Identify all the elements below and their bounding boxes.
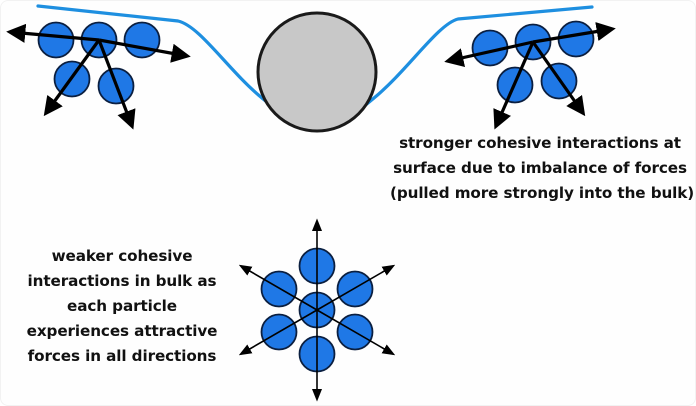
left-surface-cluster: [6, 21, 191, 130]
force-arrow-right: [98, 38, 191, 63]
force-arrow-down-right: [531, 41, 586, 117]
surface-caption-line: stronger cohesive interactions at: [399, 134, 681, 152]
bulk-cluster: [238, 218, 396, 402]
particle: [123, 21, 161, 59]
particle: [336, 270, 374, 308]
surface-caption-line: surface due to imbalance of forces: [393, 159, 687, 177]
force-arrow-right: [532, 22, 616, 44]
surface-caption-line: (pulled more strongly into the bulk): [390, 184, 695, 202]
force-arrow-up-left: [238, 264, 318, 311]
force-arrow-up-right: [316, 264, 396, 311]
particle: [260, 270, 298, 308]
force-arrow-down-left: [238, 309, 318, 356]
bulk-caption-line: weaker cohesive: [51, 247, 193, 265]
bulk-caption-line: experiences attractive: [26, 322, 218, 340]
bulk-caption-line: forces in all directions: [27, 347, 217, 365]
right-surface-cluster: [444, 20, 616, 130]
force-arrow-down-right: [97, 39, 136, 130]
bulk-caption-line: interactions in bulk as: [27, 272, 217, 290]
force-arrow-left: [6, 23, 100, 43]
force-arrow-down-left: [493, 41, 535, 130]
force-arrow-down-left: [43, 39, 101, 117]
floating-object: [256, 11, 378, 133]
bulk-caption-line: each particle: [67, 297, 177, 315]
surface-caption: stronger cohesive interactions at surfac…: [390, 131, 695, 206]
particle: [37, 21, 75, 59]
force-arrow-down-right: [316, 309, 396, 356]
bulk-caption: weaker cohesive interactions in bulk as …: [12, 244, 232, 369]
force-arrow-left: [444, 40, 534, 68]
particle: [557, 20, 595, 58]
